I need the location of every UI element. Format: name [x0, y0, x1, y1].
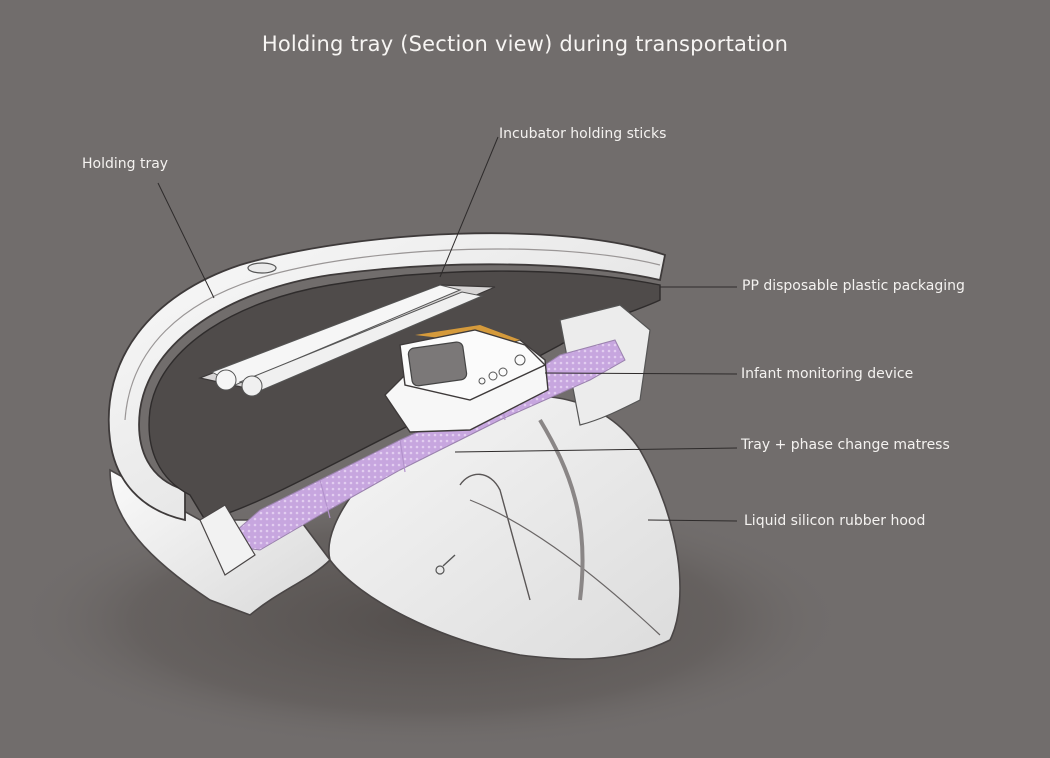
callout-silicon-hood: Liquid silicon rubber hood: [744, 513, 926, 529]
callout-pp-packaging: PP disposable plastic packaging: [742, 278, 965, 294]
callout-holding-tray: Holding tray: [82, 156, 169, 172]
leader-mattress: [454, 447, 738, 453]
tray-button-icon: [247, 262, 277, 274]
leader-holding-sticks: [439, 136, 499, 278]
leader-holding-tray: [157, 182, 215, 299]
monitoring-device: [384, 325, 549, 433]
callout-tray-mattress: Tray + phase change matress: [741, 437, 950, 453]
leader-monitoring-device: [544, 372, 738, 375]
callout-incubator-holding-sticks: Incubator holding sticks: [499, 126, 667, 142]
callout-infant-monitoring-device: Infant monitoring device: [741, 366, 914, 382]
leader-hood: [647, 519, 738, 522]
holding-tray-ring: [107, 232, 667, 522]
device-screen: [407, 341, 468, 387]
diagram-title: Holding tray (Section view) during trans…: [261, 32, 789, 56]
hood-latch-icon: [435, 565, 445, 575]
